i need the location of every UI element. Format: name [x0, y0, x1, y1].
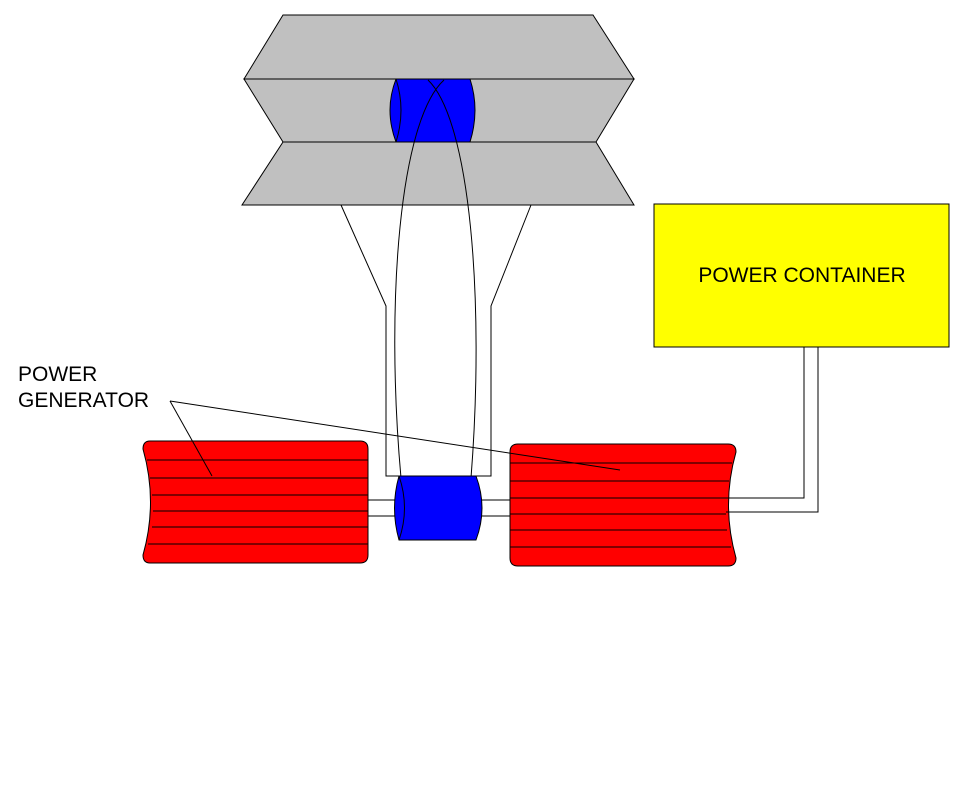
- right-generator: [509, 443, 737, 567]
- power-generator-label-line1: POWER: [18, 363, 98, 386]
- power-container-text: POWER CONTAINER: [698, 263, 906, 287]
- power-generator-label-line2: GENERATOR: [18, 389, 150, 412]
- housing-top-section: [243, 14, 635, 80]
- bottom-rotor: [394, 475, 483, 541]
- turbine-housing: [241, 14, 635, 206]
- power-cable: [726, 347, 819, 513]
- left-generator: [142, 440, 369, 564]
- housing-bottom-section: [241, 141, 635, 206]
- generator-shafts: [368, 499, 512, 517]
- power-generator-label: POWER GENERATOR: [18, 362, 149, 414]
- power-container-box: [653, 203, 950, 348]
- drive-belt: [394, 79, 477, 479]
- shaft-funnel: [340, 204, 532, 477]
- power-container-label: POWER CONTAINER: [654, 204, 950, 347]
- top-rotor: [389, 78, 476, 143]
- generator-label-leaders: [169, 400, 621, 477]
